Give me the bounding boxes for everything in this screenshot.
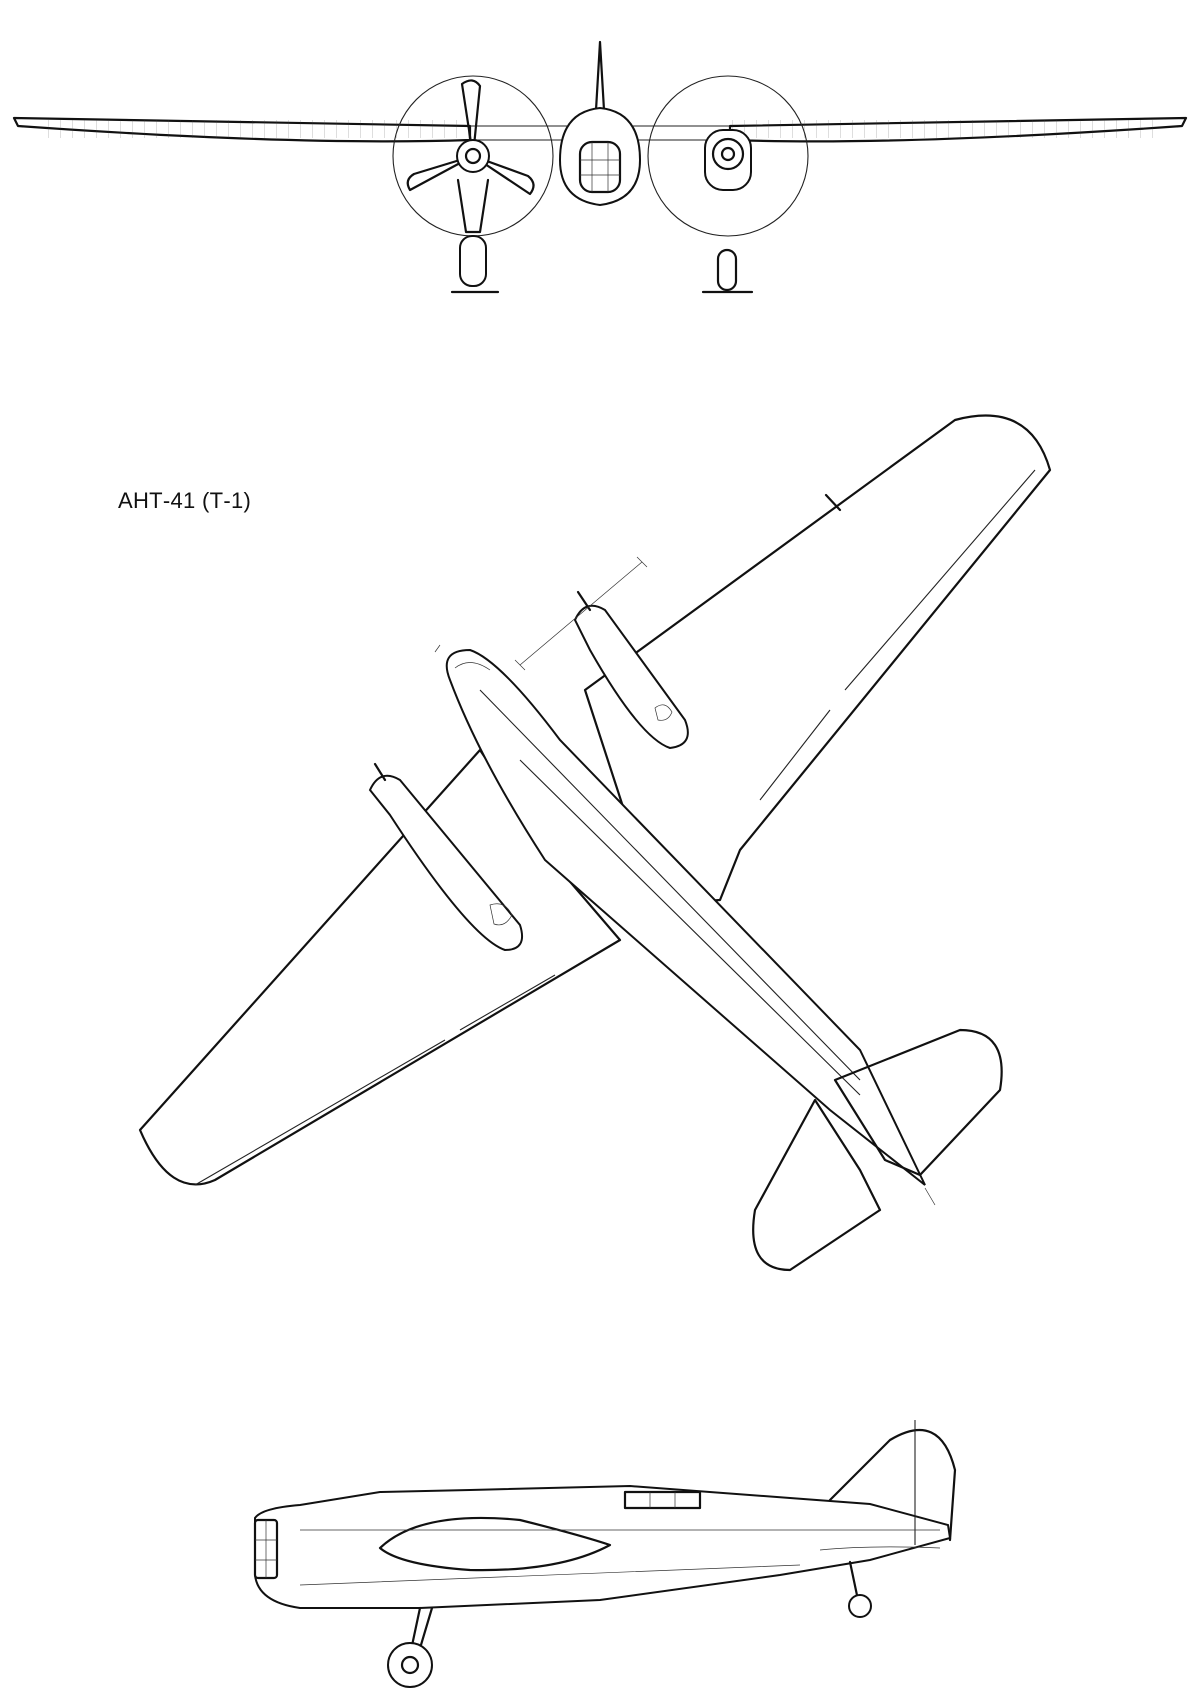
front-fuselage [558, 40, 642, 207]
top-view [138, 414, 1052, 1272]
top-right-wing [583, 414, 1052, 907]
side-canopy [378, 1516, 612, 1572]
side-gunner-windows [623, 1490, 702, 1510]
top-left-tailplane [752, 1098, 882, 1272]
left-engine-front [406, 79, 535, 294]
front-view [12, 40, 1188, 294]
side-fuselage [254, 1484, 952, 1609]
side-fin [828, 1428, 957, 1542]
right-propeller-disc [647, 75, 809, 237]
top-right-nacelle [573, 604, 689, 750]
side-view [253, 1420, 957, 1688]
side-tail-wheel [848, 1560, 872, 1618]
top-right-tailplane [833, 1028, 1003, 1177]
top-fuselage [445, 648, 926, 1186]
right-engine-front [701, 129, 754, 294]
side-main-gear [387, 1606, 434, 1688]
aircraft-designation: АНТ-41 (Т-1) [118, 488, 252, 513]
top-left-nacelle [368, 774, 524, 952]
top-left-wing [138, 748, 622, 1186]
